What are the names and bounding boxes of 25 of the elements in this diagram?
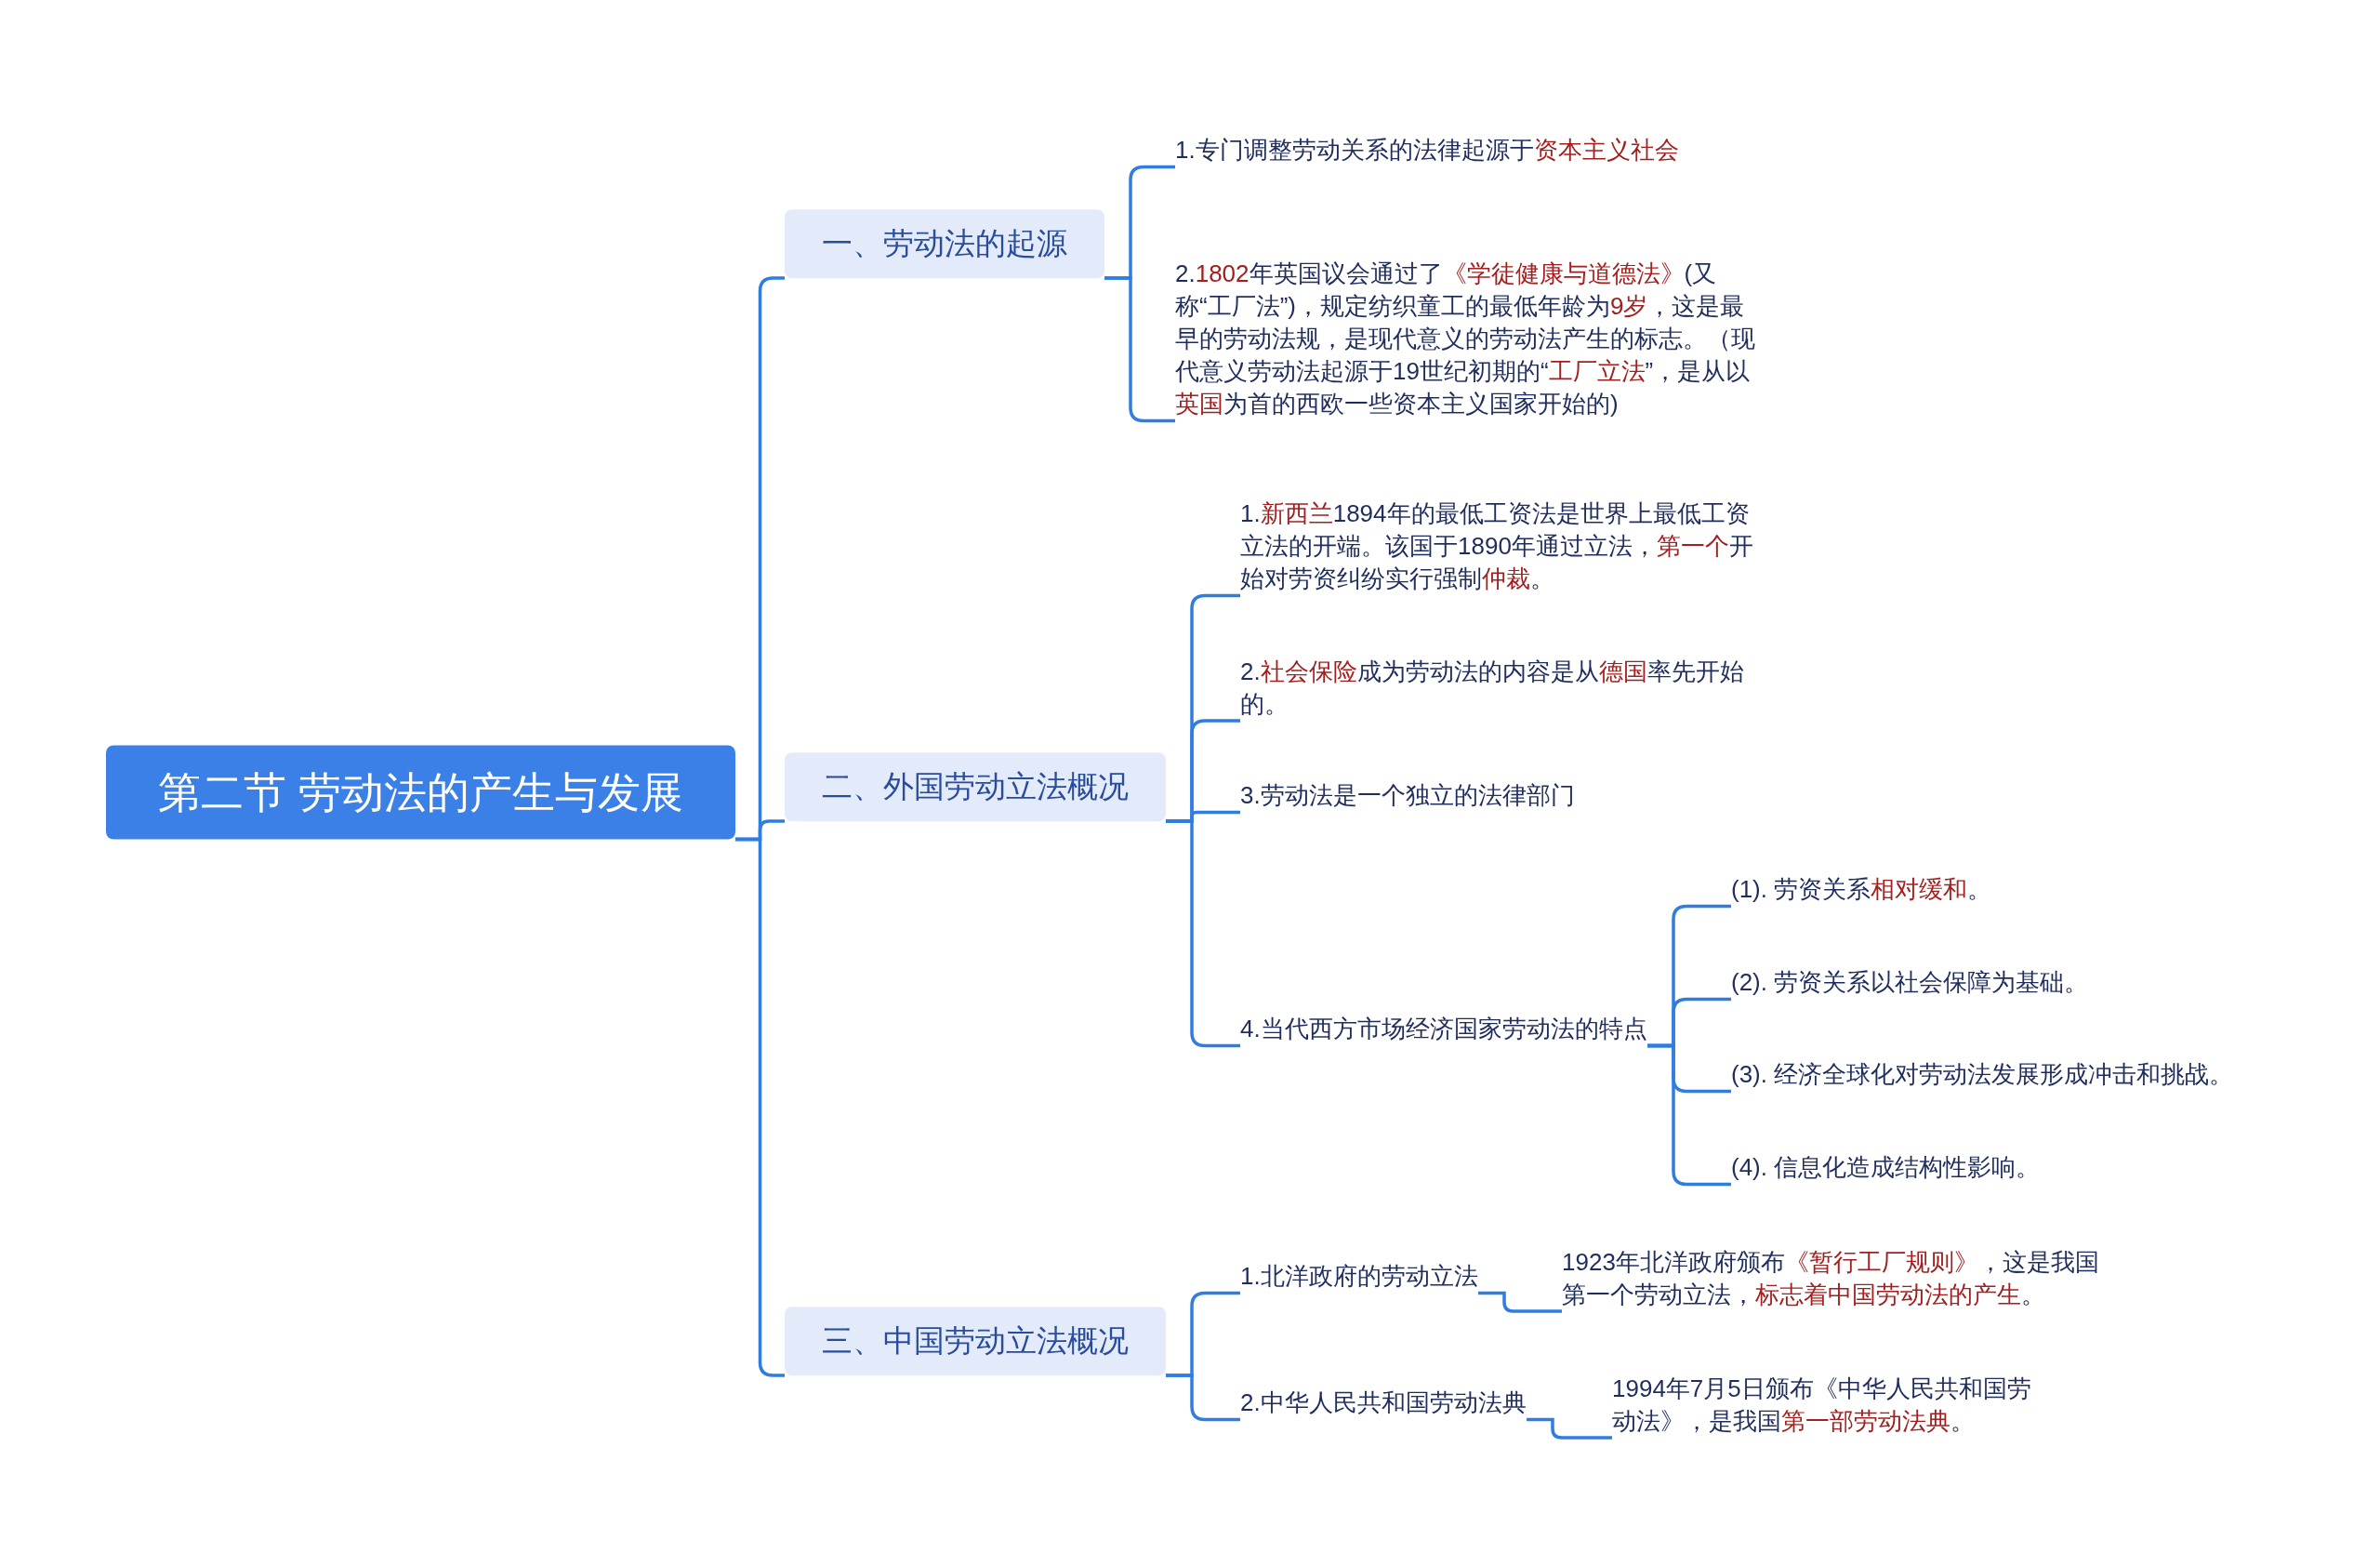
- topic-text: (1). 劳资关系相对缓和。: [1731, 873, 1992, 907]
- connector-line: [1166, 819, 1240, 1048]
- topic-text: 2.社会保险成为劳动法的内容是从德国率先开始的。: [1240, 655, 1761, 722]
- topic-box: 三、中国劳动立法概况: [785, 1307, 1166, 1375]
- topic-text: 4.当代西方市场经济国家劳动法的特点: [1240, 1013, 1647, 1046]
- topic-text: 1923年北洋政府颁布《暂行工厂规则》，这是我国第一个劳动立法，标志着中国劳动法的产生。: [1562, 1245, 2120, 1312]
- topic-text: 2.1802年英国议会通过了《学徒健康与道德法》(又称“工厂法”)，规定纺织童工的最低年龄为9岁，这是最早的劳动法规，是现代意义的劳动法产生的标志。（现代意义劳动法起源于19世纪初期的“工厂立法”，是从以英国为首的西欧一些资本主义国家开始的): [1175, 258, 1761, 421]
- connector-line: [1647, 1043, 1731, 1187]
- topic-box: 二、外国劳动立法概况: [785, 752, 1166, 821]
- topic-text: 3.劳动法是一个独立的法律部门: [1240, 779, 1575, 813]
- connector-line: [735, 837, 785, 1377]
- topic-text: (4). 信息化造成结构性影响。: [1731, 1151, 2041, 1185]
- connector-line: [1166, 1374, 1240, 1422]
- connector-line: [1527, 1417, 1612, 1440]
- connector-line: [1478, 1291, 1562, 1313]
- topic-text: 1.北洋政府的劳动立法: [1240, 1260, 1478, 1294]
- topic-text: (2). 劳资关系以社会保障为基础。: [1731, 966, 2089, 1000]
- topic-box: 一、劳动法的起源: [785, 209, 1104, 278]
- central-topic: 第二节 劳动法的产生与发展: [106, 745, 735, 840]
- topic-text: 1994年7月5日颁布《中华人民共和国劳动法》，是我国第一部劳动法典。: [1612, 1372, 2049, 1439]
- connector-line: [1104, 276, 1175, 423]
- topic-text: 1.新西兰1894年的最低工资法是世界上最低工资立法的开端。该国于1890年通过立法，第一个开始对劳资纠纷实行强制仲裁。: [1240, 498, 1761, 596]
- topic-text: 1.专门调整劳动关系的法律起源于资本主义社会: [1175, 134, 1696, 167]
- topic-text: 2.中华人民共和国劳动法典: [1240, 1387, 1527, 1420]
- topic-text: (3). 经济全球化对劳动法发展形成冲击和挑战。: [1731, 1058, 2234, 1092]
